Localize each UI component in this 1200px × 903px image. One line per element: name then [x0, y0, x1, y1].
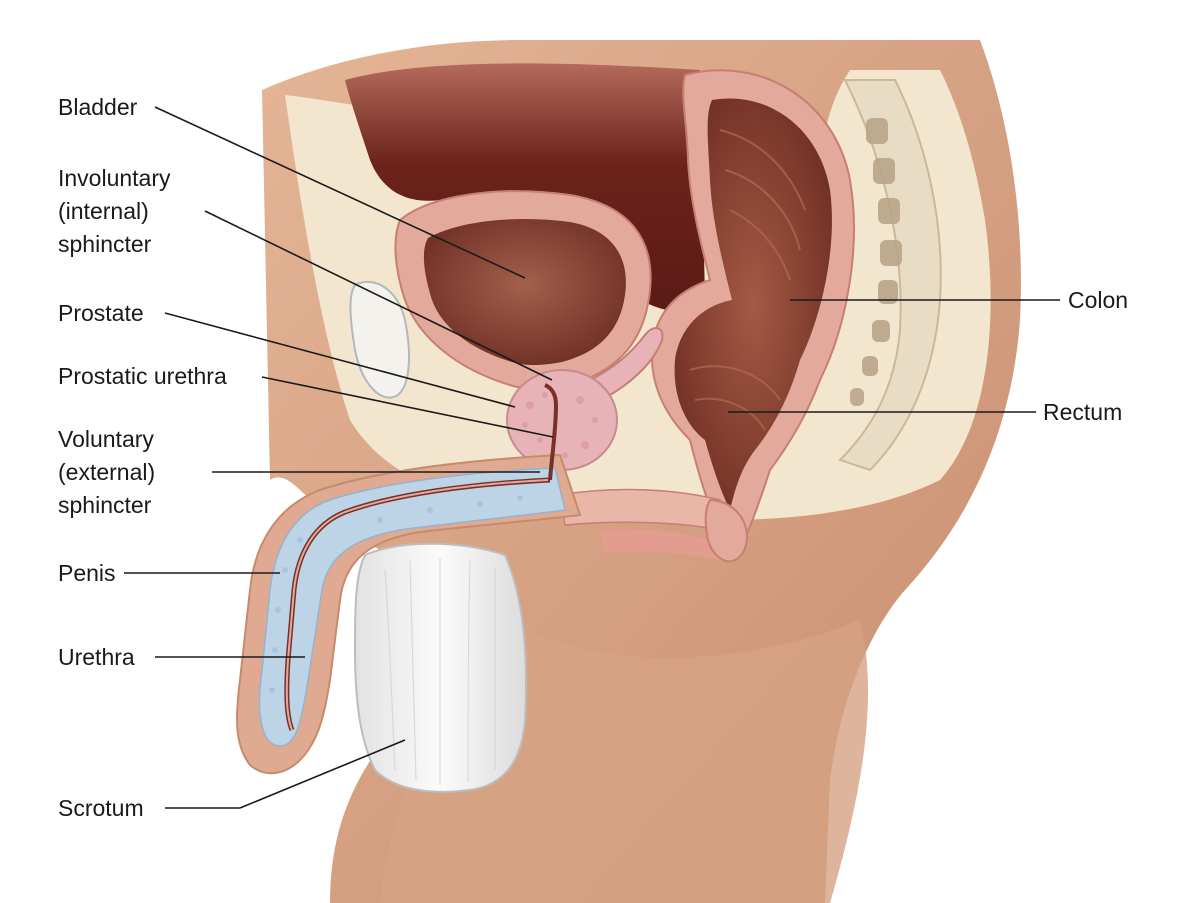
label-bladder: Bladder	[58, 94, 138, 120]
label-urethra: Urethra	[58, 644, 135, 670]
leader-prostate	[164, 312, 516, 408]
urethra-path	[544, 383, 559, 481]
colon-rectum	[650, 69, 855, 562]
leader-lines	[124, 106, 1060, 809]
leader-bladder	[154, 106, 526, 279]
scrotum-organ	[353, 542, 527, 793]
pelvic-floor-muscle	[559, 488, 725, 560]
label-involuntary-sphincter-line2: (internal)	[58, 198, 149, 224]
label-prostate: Prostate	[58, 300, 144, 326]
label-prostatic-urethra: Prostatic urethra	[58, 363, 227, 389]
label-rectum: Rectum	[1043, 399, 1123, 425]
label-penis: Penis	[58, 560, 116, 586]
label-voluntary-sphincter-line3: sphincter	[58, 492, 152, 518]
label-involuntary-sphincter-line1: Involuntary	[58, 165, 171, 191]
label-voluntary-sphincter-line2: (external)	[58, 459, 156, 485]
spine	[838, 79, 942, 472]
label-voluntary-sphincter-line1: Voluntary	[58, 426, 154, 452]
label-colon: Colon	[1068, 287, 1129, 313]
label-scrotum: Scrotum	[58, 795, 144, 821]
leader-involuntary-sphincter	[204, 210, 553, 381]
leader-prostatic-urethra	[261, 376, 554, 438]
leader-scrotum-2	[239, 739, 406, 809]
penis-organ	[236, 453, 582, 775]
prostate-texture	[522, 392, 598, 458]
pubic-bone	[349, 280, 411, 399]
anus	[704, 498, 748, 563]
label-involuntary-sphincter-line3: sphincter	[58, 231, 152, 257]
